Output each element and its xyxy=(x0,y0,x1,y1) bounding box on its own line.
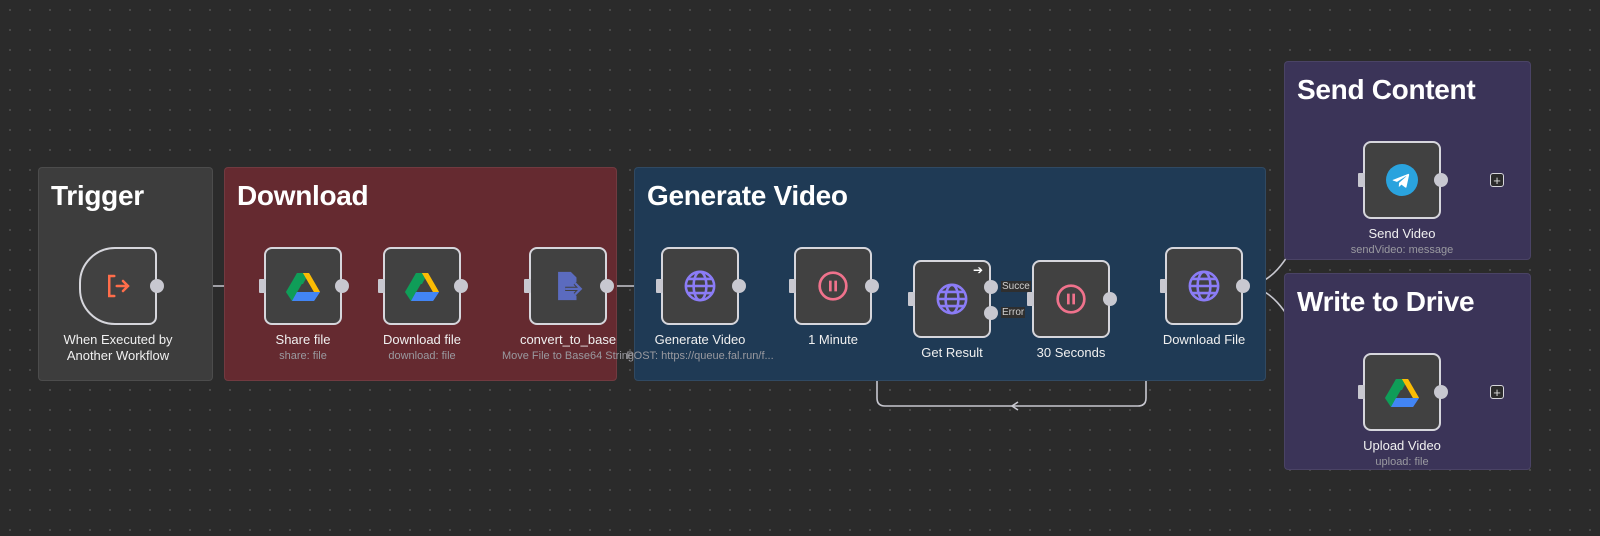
input-port[interactable] xyxy=(1160,279,1167,293)
input-port[interactable] xyxy=(908,292,915,306)
node-label: convert_to_base xyxy=(519,332,617,347)
google-drive-icon xyxy=(1385,377,1419,407)
output-label-error: Error xyxy=(1001,307,1026,318)
node-label: Generate Video xyxy=(654,332,746,347)
input-port[interactable] xyxy=(1358,173,1365,187)
node-gen[interactable] xyxy=(661,247,739,325)
output-port[interactable] xyxy=(600,279,614,293)
output-port[interactable] xyxy=(1236,279,1250,293)
node-get[interactable] xyxy=(913,260,991,338)
node-dl[interactable] xyxy=(383,247,461,325)
node-label: 1 Minute xyxy=(808,332,858,347)
output-port-success[interactable] xyxy=(984,280,998,294)
arrow-right-icon[interactable]: ➔ xyxy=(973,263,984,277)
sign-in-icon xyxy=(103,271,133,301)
input-port[interactable] xyxy=(789,279,796,293)
globe-icon xyxy=(1187,269,1221,303)
input-port[interactable] xyxy=(656,279,663,293)
input-port[interactable] xyxy=(1027,292,1034,306)
node-subtitle: upload: file xyxy=(1375,456,1429,468)
output-port-error[interactable] xyxy=(984,306,998,320)
input-port[interactable] xyxy=(378,279,385,293)
node-subtitle: POST: https://queue.fal.run/f... xyxy=(626,350,774,362)
sticky-title: Generate Video xyxy=(647,180,848,211)
input-port[interactable] xyxy=(259,279,266,293)
convert-file-icon xyxy=(551,269,585,303)
sticky-title: Trigger xyxy=(51,180,144,211)
input-port[interactable] xyxy=(1358,385,1365,399)
node-subtitle: share: file xyxy=(279,350,327,362)
node-tg[interactable] xyxy=(1363,141,1441,219)
add-node-button[interactable]: + xyxy=(1490,385,1504,399)
output-port[interactable] xyxy=(865,279,879,293)
pause-icon xyxy=(1055,283,1087,315)
node-label: Download file xyxy=(382,332,462,347)
google-drive-icon xyxy=(405,271,439,301)
output-port[interactable] xyxy=(335,279,349,293)
pause-icon xyxy=(817,270,849,302)
node-label: When Executed by Another Workflow xyxy=(63,332,173,363)
globe-icon xyxy=(683,269,717,303)
output-port[interactable] xyxy=(1103,292,1117,306)
output-port[interactable] xyxy=(1434,173,1448,187)
sticky-title: Send Content xyxy=(1297,74,1476,105)
add-node-button[interactable]: + xyxy=(1490,173,1504,187)
node-subtitle: sendVideo: message xyxy=(1350,244,1454,256)
output-port[interactable] xyxy=(150,279,164,293)
node-share[interactable] xyxy=(264,247,342,325)
output-label-success: Succe xyxy=(1001,281,1031,292)
node-subtitle: Move File to Base64 String xyxy=(501,350,635,362)
node-subtitle: download: file xyxy=(388,350,456,362)
node-wait2[interactable] xyxy=(1032,260,1110,338)
google-drive-icon xyxy=(286,271,320,301)
node-wait1[interactable] xyxy=(794,247,872,325)
output-port[interactable] xyxy=(1434,385,1448,399)
telegram-icon xyxy=(1386,164,1418,196)
loop-arrow-icon[interactable] xyxy=(1010,401,1019,411)
node-up[interactable] xyxy=(1363,353,1441,431)
node-conv[interactable] xyxy=(529,247,607,325)
node-dlf[interactable] xyxy=(1165,247,1243,325)
node-label: Download File xyxy=(1162,332,1246,347)
output-port[interactable] xyxy=(732,279,746,293)
globe-icon xyxy=(935,282,969,316)
node-trig[interactable] xyxy=(79,247,157,325)
node-label: Share file xyxy=(275,332,331,347)
output-port[interactable] xyxy=(454,279,468,293)
node-label: Upload Video xyxy=(1363,438,1441,453)
sticky-title: Download xyxy=(237,180,369,211)
input-port[interactable] xyxy=(524,279,531,293)
sticky-title: Write to Drive xyxy=(1297,286,1475,317)
node-label: Get Result xyxy=(921,345,983,360)
node-label: 30 Seconds xyxy=(1036,345,1106,360)
node-label: Send Video xyxy=(1368,226,1436,241)
